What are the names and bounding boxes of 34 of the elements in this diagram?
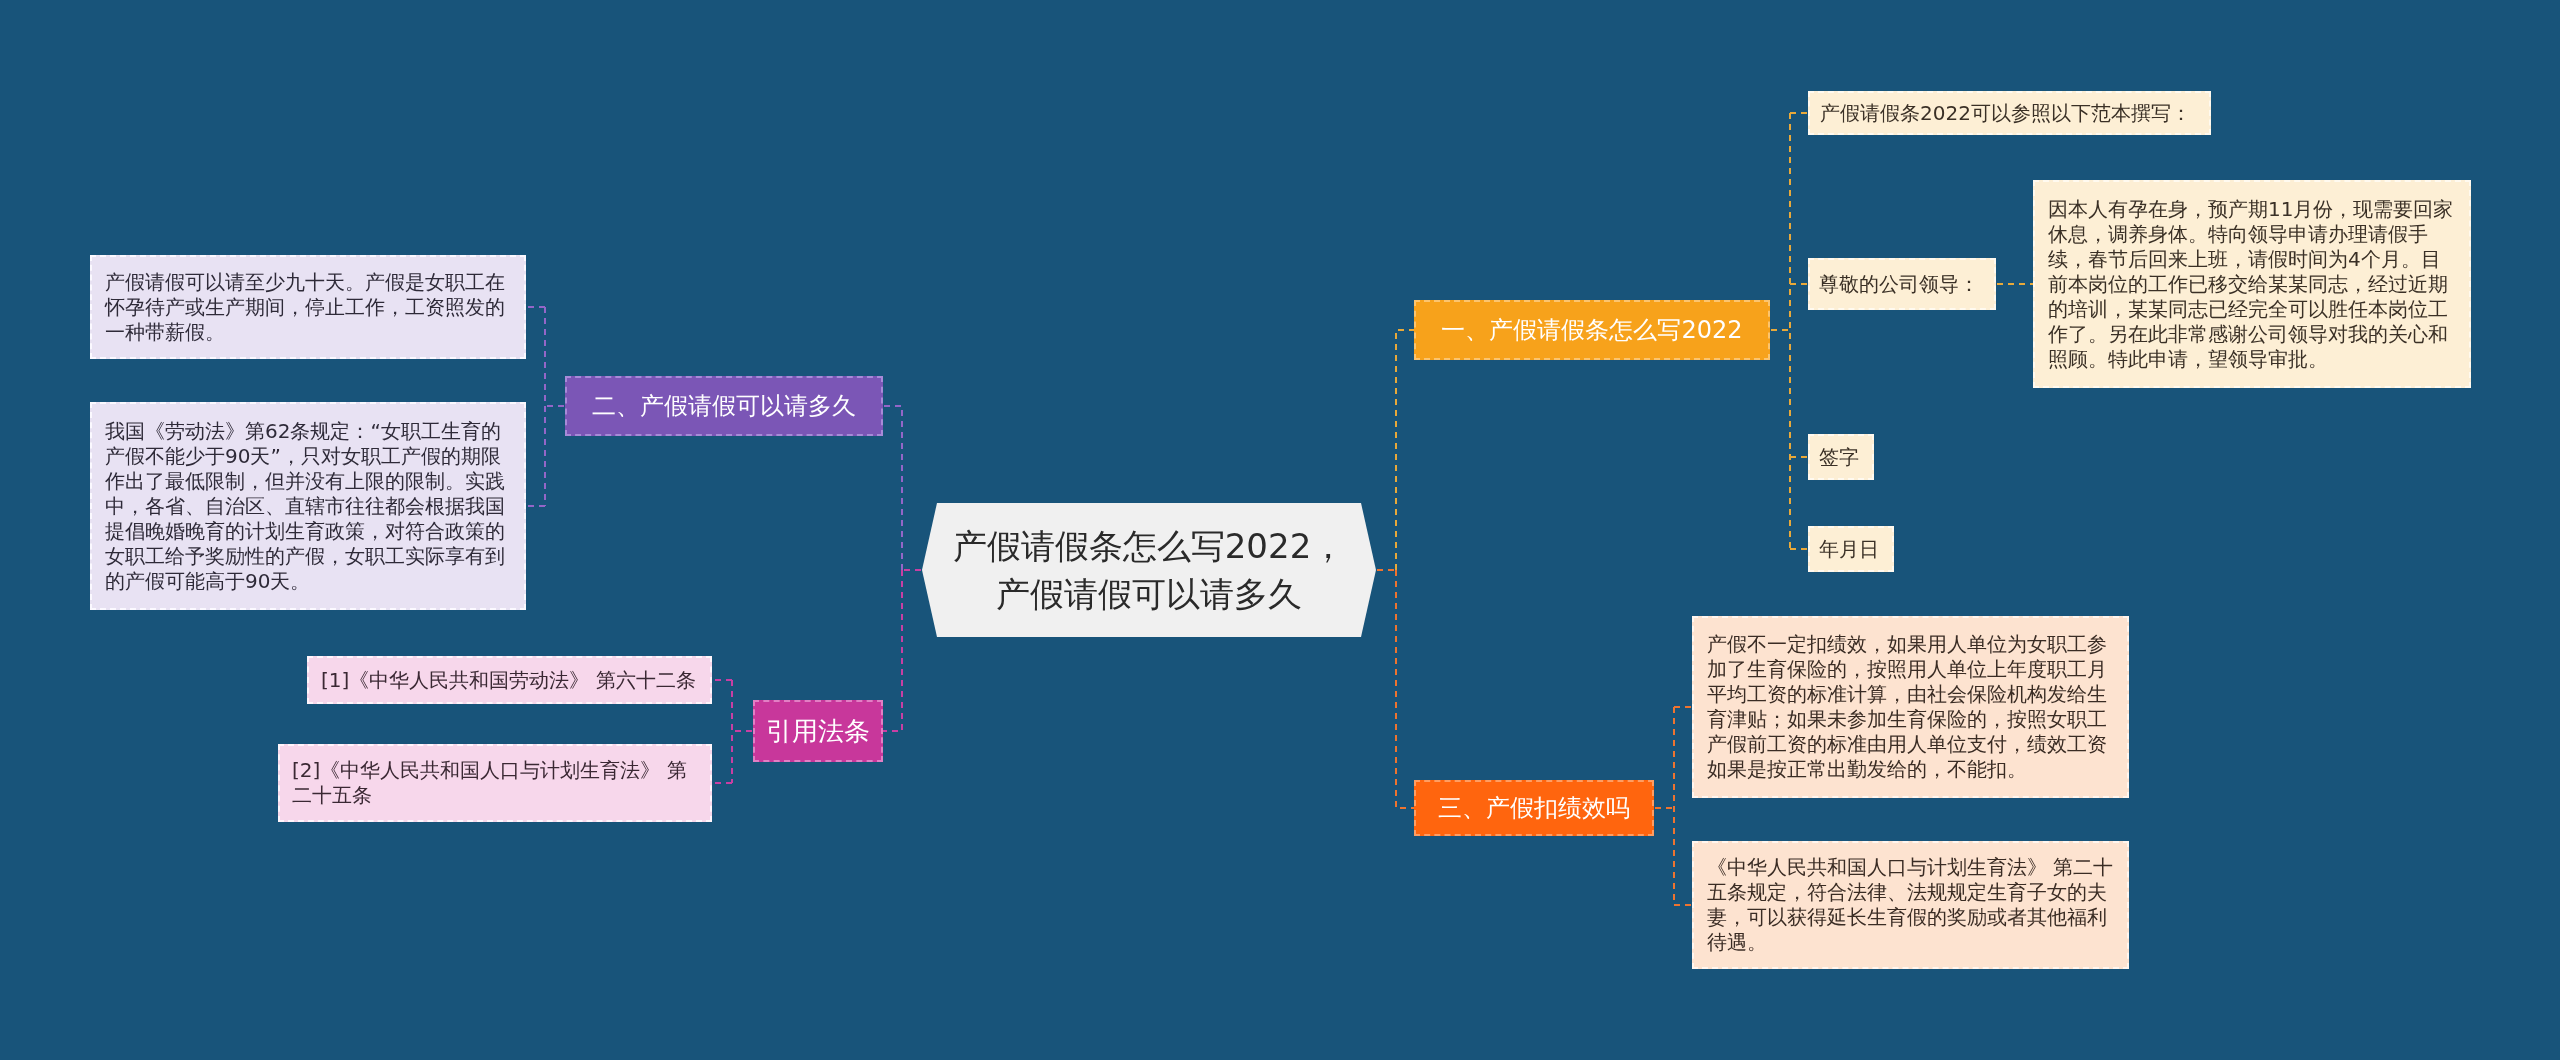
note-box: [2]《中华人民共和国人口与计划生育法》 第二十五条 (278, 744, 712, 822)
connector-line (1996, 283, 2034, 285)
note-box: 产假不一定扣绩效，如果用人单位为女职工参加了生育保险的，按照用人单位上年度职工月平均工资的标准计算，由社会保险机构发给生育津贴；如果未参加生育保险的，按照女职工产假前工资的标准由用人单位支付，绩效工资如果是按正常出勤发给的，不能扣。 (1692, 616, 2129, 798)
note-box: 签字 (1808, 434, 1874, 480)
branch-box: 引用法条 (753, 700, 883, 762)
connector-line (1789, 112, 1809, 114)
connector-line (1673, 904, 1693, 906)
connector-line (1789, 283, 1809, 285)
branch-box: 三、产假扣绩效吗 (1414, 780, 1654, 836)
connector-line (1376, 569, 1397, 571)
connector-line (1673, 706, 1693, 708)
branch-box: 一、产假请假条怎么写2022 (1414, 300, 1770, 360)
connector-line (525, 306, 546, 308)
note-box: 《中华人民共和国人口与计划生育法》 第二十五条规定，符合法律、法规规定生育子女的夫妻，可以获得延长生育假的奖励或者其他福利待遇。 (1692, 841, 2129, 969)
note-box: 我国《劳动法》第62条规定：“女职工生育的产假不能少于90天”，只对女职工产假的期限作出了最低限制，但并没有上限的限制。实践中，各省、自治区、直辖市往往都会根据我国提倡晚婚晚育的计划生育政策，对符合政策的女职工给予奖励性的产假，女职工实际享有到的产假可能高于90天。 (90, 402, 526, 610)
connector-line (1770, 112, 1791, 550)
note-box: 因本人有孕在身，预产期11月份，现需要回家休息，调养身体。特向领导申请办理请假手续，春节后回来上班，请假时间为4个月。目前本岗位的工作已移交给某某同志，经过近期的培训，某某同志已经完全可以胜任本岗位工作了。另在此非常感谢公司领导对我的关心和照顾。特此申请，望领导审批。 (2033, 180, 2471, 388)
connector-line (1789, 456, 1809, 458)
note-box: 尊敬的公司领导： (1808, 258, 1996, 310)
connector-line (1789, 548, 1809, 550)
topic-hexagon: 产假请假条怎么写2022，产假请假可以请多久 (922, 503, 1376, 637)
connector-line (901, 569, 922, 571)
connector-line (1395, 569, 1415, 809)
connector-line (882, 405, 903, 571)
connector-line (544, 306, 565, 507)
connector-line (525, 505, 546, 507)
branch-box: 二、产假请假可以请多久 (565, 376, 883, 436)
note-box: 产假请假条2022可以参照以下范本撰写： (1808, 91, 2211, 135)
note-box: 产假请假可以请至少九十天。产假是女职工在怀孕待产或生产期间，停止工作，工资照发的一种带薪假。 (90, 255, 526, 359)
connector-line (1395, 329, 1415, 571)
connector-line (882, 569, 903, 732)
note-box: 年月日 (1808, 526, 1894, 572)
note-box: [1]《中华人民共和国劳动法》 第六十二条 (307, 656, 712, 704)
connector-line (731, 679, 753, 784)
